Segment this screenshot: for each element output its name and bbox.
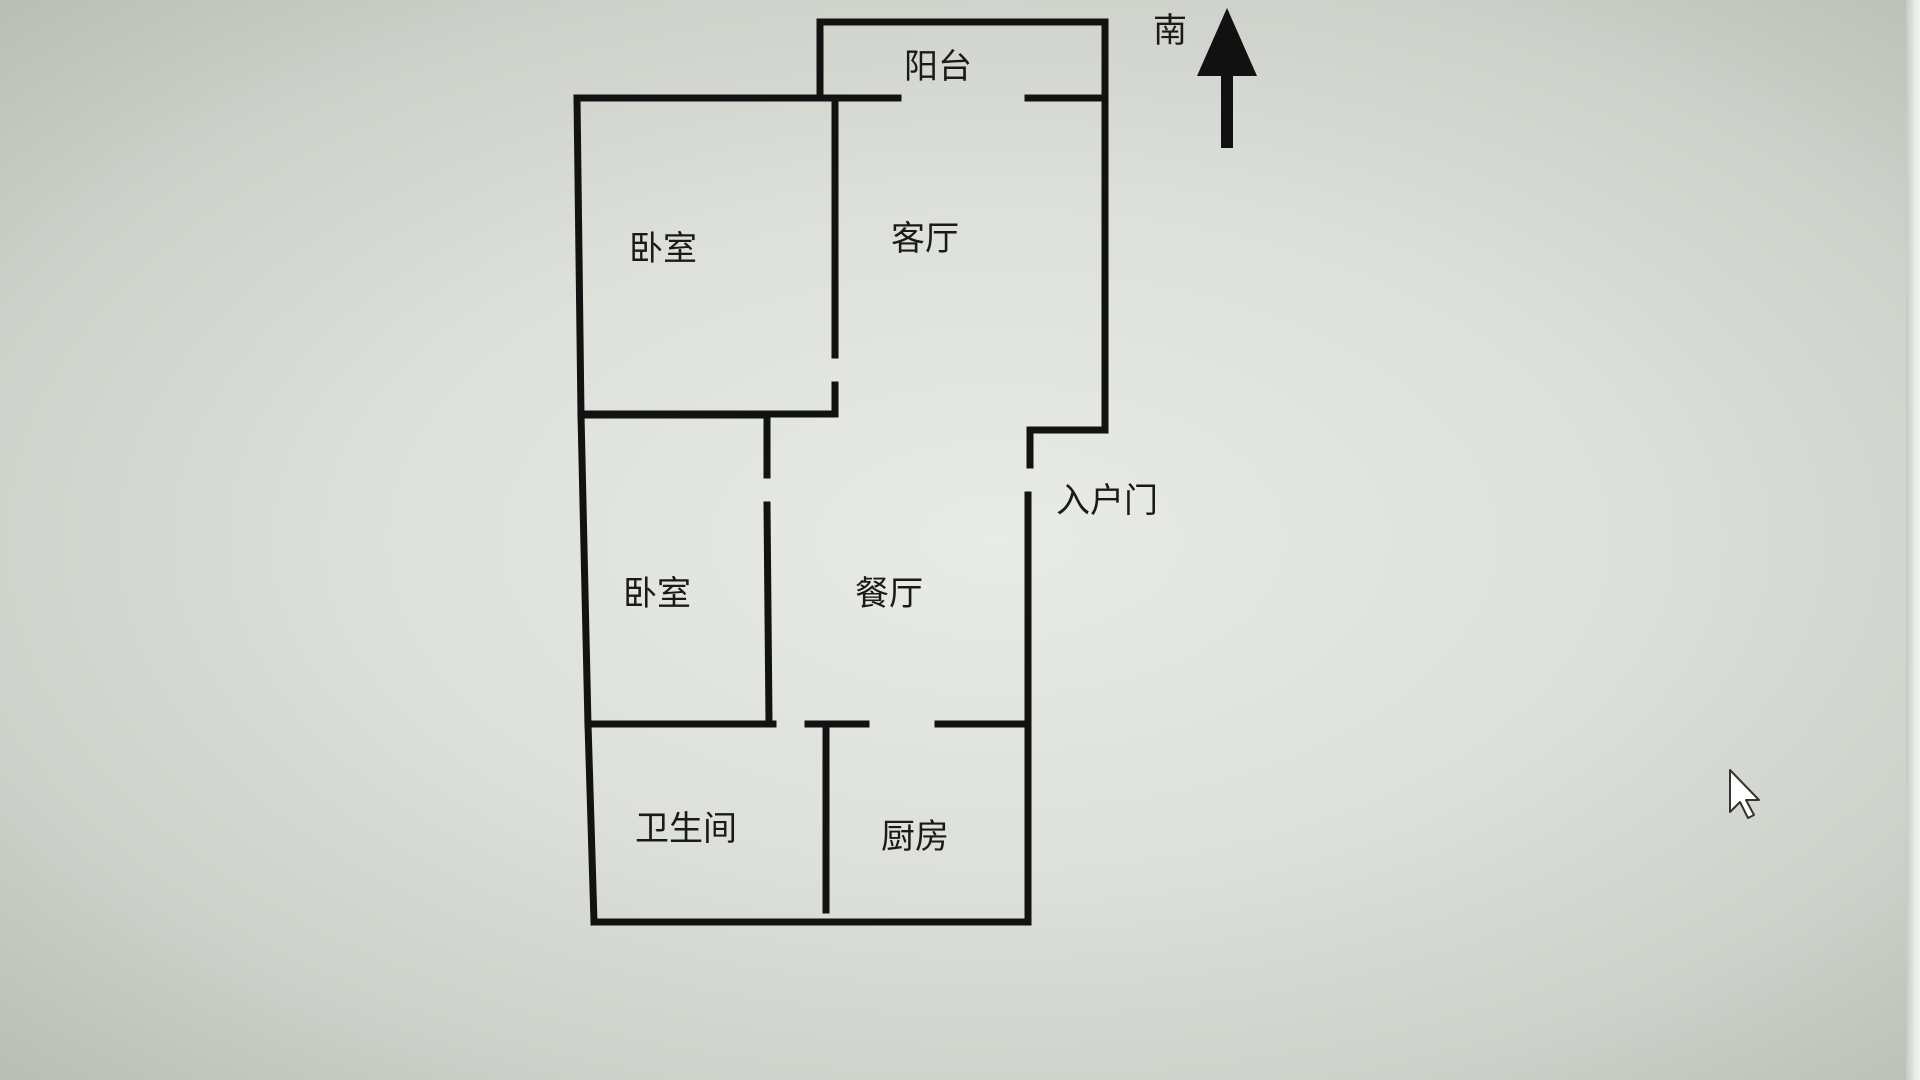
wall-west-lower	[584, 720, 598, 926]
compass-label: 南	[1153, 11, 1187, 51]
label-dining-room: 餐厅	[855, 574, 923, 614]
wall-west-middle	[577, 411, 592, 729]
label-living-room: 客厅	[891, 219, 959, 259]
wall-west-upper	[573, 94, 585, 419]
label-balcony: 阳台	[904, 47, 972, 87]
label-entrance-door: 入户门	[1056, 481, 1158, 521]
walls	[573, 18, 1109, 926]
label-bedroom-south: 卧室	[623, 574, 691, 614]
label-bedroom-north: 卧室	[629, 229, 697, 269]
screen-edge	[1906, 0, 1920, 1080]
wall-bedroom2-east-lower	[763, 501, 773, 726]
label-bathroom: 卫生间	[635, 809, 737, 849]
mouse-pointer-icon	[1729, 769, 1760, 819]
label-kitchen: 厨房	[881, 817, 949, 857]
arrow-up-icon	[1197, 8, 1257, 148]
